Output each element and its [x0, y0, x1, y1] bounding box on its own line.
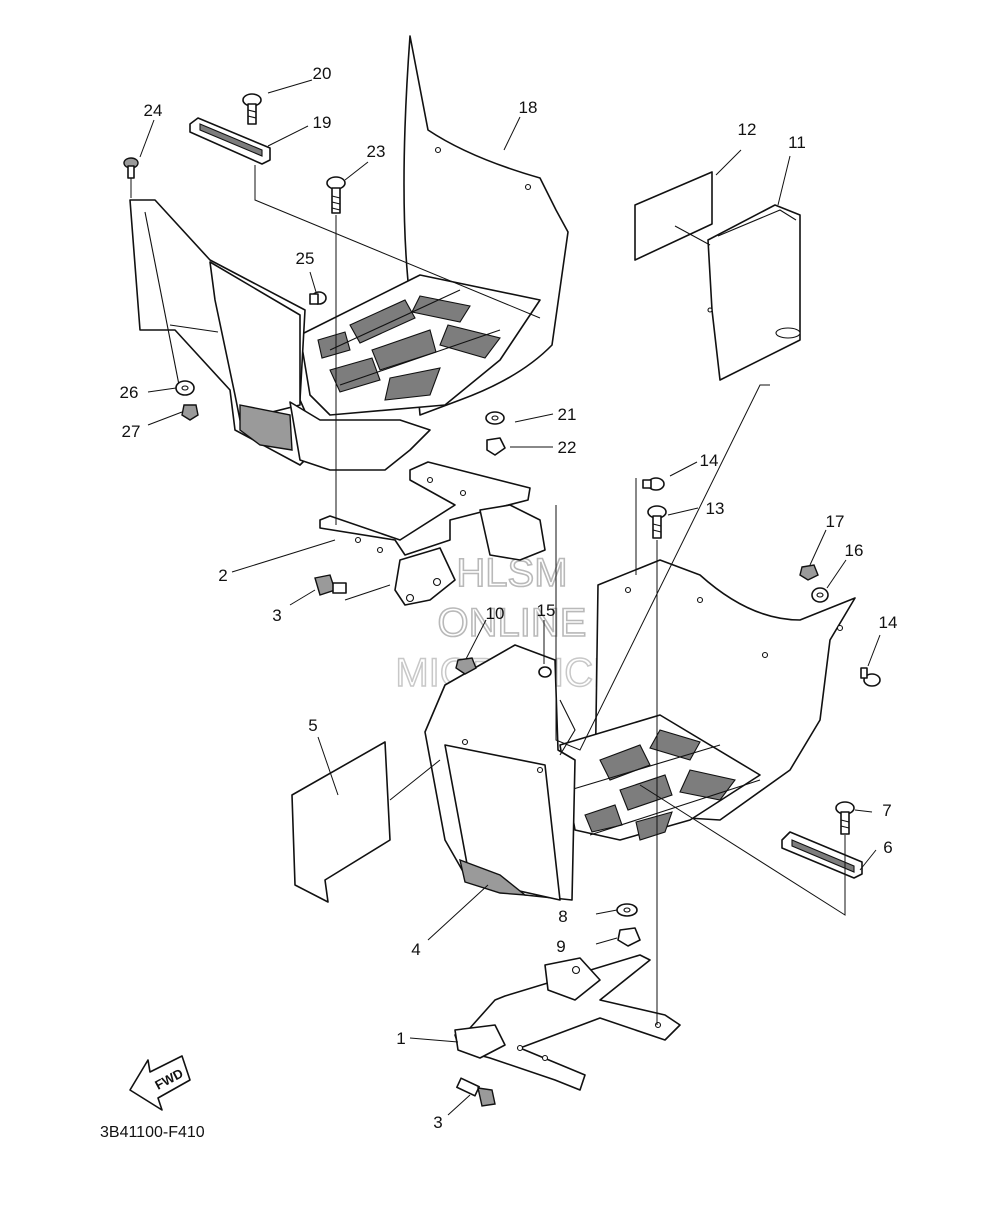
footrest-bracket-1: [454, 954, 681, 1091]
sheet-5: [291, 741, 391, 903]
washer-16: [811, 587, 829, 603]
washer-26: [175, 380, 195, 396]
callout-16: 16: [845, 541, 864, 560]
callout-22: 22: [558, 438, 577, 457]
callout-9: 9: [556, 937, 565, 956]
footrest-bracket-2: [319, 461, 546, 606]
callout-11: 11: [788, 133, 806, 152]
screw-15: [538, 666, 552, 678]
callout-7: 7: [882, 801, 891, 820]
callout-labels: 1 2 3 3 4 5 6 7 8 9 10 11 12 13 14 14 15…: [120, 64, 898, 1132]
bolt-20: [242, 93, 262, 125]
bolt-7: [835, 801, 855, 835]
screw-24: [123, 157, 139, 179]
nut-10: [455, 657, 477, 675]
callout-21: 21: [558, 405, 577, 424]
bolt-25: [309, 291, 327, 305]
callout-1: 1: [396, 1029, 405, 1048]
sheet-12: [634, 171, 713, 261]
bolt-23: [326, 176, 346, 214]
callout-26: 26: [120, 383, 139, 402]
callout-8: 8: [558, 907, 567, 926]
callout-13: 13: [706, 499, 725, 518]
callout-3-lower: 3: [433, 1113, 442, 1132]
screw-14-upper: [642, 477, 665, 491]
callout-20: 20: [313, 64, 332, 83]
bolt-3-lower: [456, 1077, 496, 1107]
callout-6: 6: [883, 838, 892, 857]
watermark-line2: ONLINE: [438, 601, 587, 645]
callout-25: 25: [296, 249, 315, 268]
screw-14-right: [860, 667, 881, 687]
callout-5: 5: [308, 716, 317, 735]
nut-9: [617, 927, 641, 947]
callout-10: 10: [486, 604, 505, 623]
footrest-lower-skirt: [289, 401, 431, 471]
callout-14-upper: 14: [700, 451, 719, 470]
bolt-3-upper: [314, 574, 347, 596]
callout-3-upper: 3: [272, 606, 281, 625]
footrest-mat: [707, 204, 801, 381]
nut-17: [799, 564, 819, 581]
washer-8: [616, 903, 638, 917]
diagram-code: 3B41100-F410: [100, 1124, 205, 1141]
callout-27: 27: [122, 422, 141, 441]
nut-22: [486, 437, 506, 456]
callout-12: 12: [738, 120, 757, 139]
bolt-13: [647, 505, 667, 539]
step-plate-6: [781, 831, 863, 879]
upper-left-footrest-assembly: [129, 35, 569, 471]
callout-2: 2: [218, 566, 227, 585]
nut-27: [181, 404, 199, 421]
callout-24: 24: [144, 101, 163, 120]
leader-lines: [130, 79, 881, 1116]
washer-21: [485, 411, 505, 425]
callout-15: 15: [537, 601, 556, 620]
callout-4: 4: [411, 940, 420, 959]
step-plate-19: [189, 117, 271, 165]
callout-18: 18: [519, 98, 538, 117]
callout-14-right: 14: [879, 613, 898, 632]
callout-19: 19: [313, 113, 332, 132]
callout-23: 23: [367, 142, 386, 161]
callout-17: 17: [826, 512, 845, 531]
lower-right-footrest-assembly: [424, 559, 856, 901]
forward-arrow-icon: FWD: [129, 1055, 191, 1111]
